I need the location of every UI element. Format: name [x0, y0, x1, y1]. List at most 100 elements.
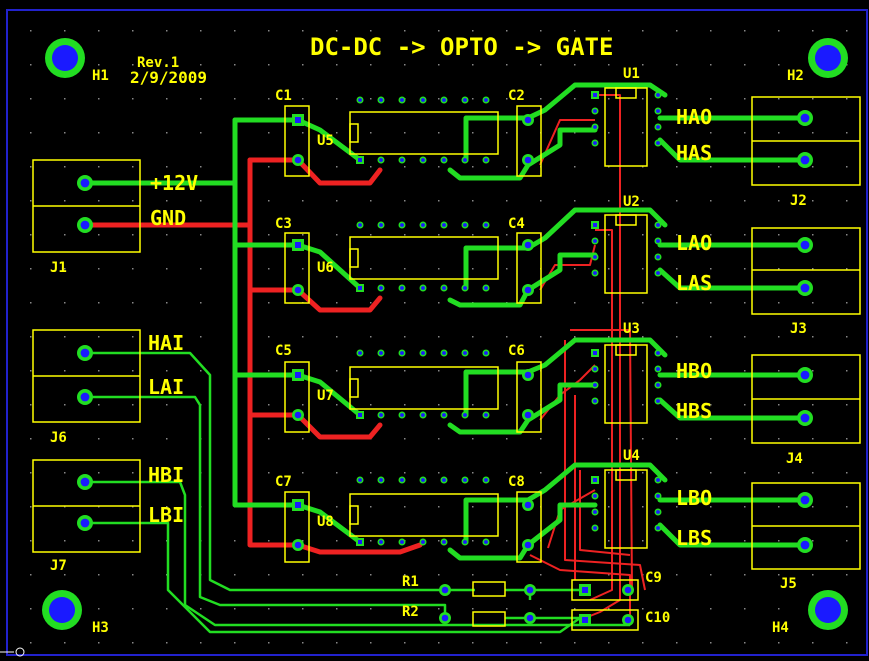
- grid-dot: [438, 200, 440, 202]
- grid-dot: [778, 302, 780, 304]
- grid-dot: [710, 132, 712, 134]
- grid-dot: [302, 472, 304, 474]
- ic-pin-pad: [356, 221, 364, 229]
- grid-dot: [778, 166, 780, 168]
- grid-dot: [574, 642, 576, 644]
- grid-dot: [710, 370, 712, 372]
- grid-dot: [846, 370, 848, 372]
- grid-dot: [506, 506, 508, 508]
- grid-dot: [132, 336, 134, 338]
- c3-label: C3: [275, 216, 292, 232]
- grid-dot: [132, 132, 134, 134]
- grid-dot: [200, 64, 202, 66]
- grid-dot: [30, 166, 32, 168]
- ic-pin-pad: [654, 397, 662, 405]
- grid-dot: [574, 98, 576, 100]
- grid-dot: [268, 404, 270, 406]
- grid-dot: [30, 336, 32, 338]
- capacitor-pad: [522, 539, 534, 551]
- grid-dot: [710, 574, 712, 576]
- grid-dot: [438, 370, 440, 372]
- u2-label: U2: [623, 194, 640, 210]
- grid-dot: [608, 506, 610, 508]
- ic-pin-pad: [461, 538, 469, 546]
- grid-dot: [268, 302, 270, 304]
- grid-dot: [404, 404, 406, 406]
- ic-pin-pad: [377, 156, 385, 164]
- j1-label: J1: [50, 260, 67, 276]
- connector-pad: [797, 152, 813, 168]
- j7-pin1-label: HBI: [148, 463, 184, 487]
- resistor-pad: [439, 584, 451, 596]
- grid-dot: [778, 506, 780, 508]
- ic-pin-pad: [591, 381, 599, 389]
- r2-label: R2: [402, 604, 419, 620]
- ic-pin-pad: [398, 349, 406, 357]
- capacitor-pad: [292, 239, 304, 251]
- grid-dot: [812, 336, 814, 338]
- ic-pin-pad: [419, 538, 427, 546]
- h1-label: H1: [92, 68, 109, 84]
- connector-pad: [797, 537, 813, 553]
- grid-dot: [132, 370, 134, 372]
- grid-dot: [336, 370, 338, 372]
- j5-pin1-label: LBO: [676, 486, 712, 510]
- grid-dot: [234, 574, 236, 576]
- grid-dot: [676, 30, 678, 32]
- bottom-copper-traces: [82, 157, 423, 555]
- grid-dot: [132, 234, 134, 236]
- grid-dot: [200, 30, 202, 32]
- ic-pin-pad: [419, 476, 427, 484]
- connector-pad: [77, 389, 93, 405]
- grid-dot: [370, 472, 372, 474]
- ic-pin-pad: [482, 476, 490, 484]
- grid-dot: [506, 268, 508, 270]
- grid-dot: [676, 234, 678, 236]
- top-copper-thin: [85, 351, 630, 634]
- grid-dot: [676, 302, 678, 304]
- grid-dot: [778, 336, 780, 338]
- u8-label: U8: [317, 514, 334, 530]
- grid-dot: [846, 268, 848, 270]
- grid-dot: [710, 234, 712, 236]
- ic-pin-pad: [440, 221, 448, 229]
- j4-label: J4: [786, 451, 803, 467]
- grid-dot: [132, 404, 134, 406]
- grid-dot: [846, 540, 848, 542]
- grid-dot: [472, 98, 474, 100]
- grid-dot: [710, 540, 712, 542]
- ic-pin-pad: [591, 123, 599, 131]
- grid-dot: [166, 404, 168, 406]
- grid-dot: [846, 438, 848, 440]
- grid-dot: [778, 234, 780, 236]
- grid-dot: [608, 608, 610, 610]
- grid-dot: [234, 98, 236, 100]
- grid-dot: [812, 166, 814, 168]
- grid-dot: [846, 336, 848, 338]
- grid-dot: [98, 132, 100, 134]
- grid-dot: [30, 642, 32, 644]
- grid-dot: [812, 642, 814, 644]
- grid-dot: [336, 302, 338, 304]
- grid-dot: [608, 404, 610, 406]
- grid-dot: [642, 336, 644, 338]
- grid-dot: [438, 506, 440, 508]
- grid-dot: [98, 166, 100, 168]
- grid-dot: [30, 64, 32, 66]
- grid-dot: [574, 268, 576, 270]
- grid-dot: [778, 540, 780, 542]
- ic-pin-pad: [398, 476, 406, 484]
- ic-pin-pad: [356, 476, 364, 484]
- grid-dot: [778, 642, 780, 644]
- grid-dot: [302, 30, 304, 32]
- ic-pin-pad: [482, 411, 490, 419]
- grid-dot: [744, 438, 746, 440]
- grid-dot: [812, 98, 814, 100]
- h3-label: H3: [92, 620, 109, 636]
- connector-pad: [797, 367, 813, 383]
- grid-dot: [608, 98, 610, 100]
- grid-dot: [778, 608, 780, 610]
- grid-dot: [30, 540, 32, 542]
- grid-dot: [846, 642, 848, 644]
- capacitor-pad: [522, 409, 534, 421]
